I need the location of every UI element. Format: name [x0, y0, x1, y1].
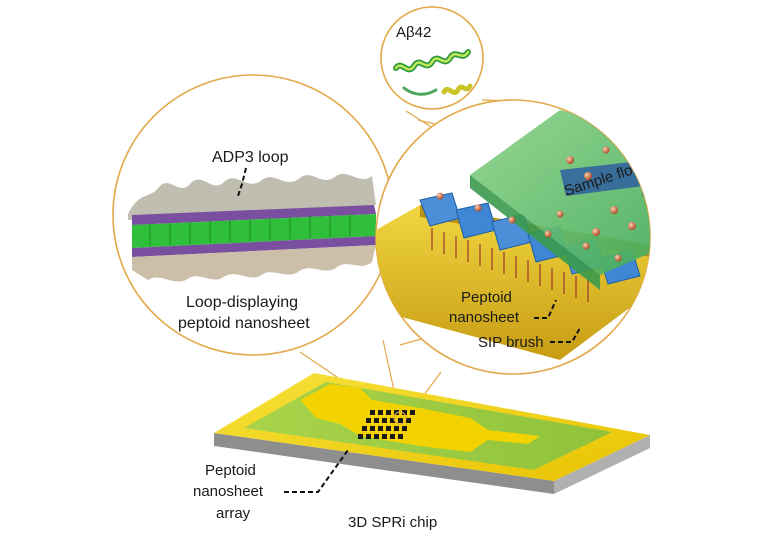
abeta42-helix-illustration	[393, 49, 473, 96]
peptoid-nanosheet-label-line1: Peptoid	[461, 289, 512, 306]
nanosheet-bilayer-illustration	[128, 173, 376, 282]
spri-chip	[214, 373, 650, 494]
sip-brush-label: SIP brush	[478, 334, 544, 351]
array-label-line1: Peptoid	[205, 462, 256, 479]
loop-nanosheet-label-line1: Loop-displaying	[186, 294, 298, 311]
sip-brush-strands	[431, 228, 589, 302]
chip-nanosheet-array	[358, 410, 415, 439]
nanosheet-pointer	[534, 299, 557, 319]
array-label-line2: nanosheet	[193, 483, 264, 500]
adp3-loop-pointer	[237, 167, 247, 197]
adp3-loop-label: ADP3 loop	[212, 149, 289, 166]
loop-nanosheet-zoom-circle: ADP3 loop Loop-displaying peptoid nanosh…	[112, 74, 394, 356]
loop-nanosheet-label-line2: peptoid nanosheet	[178, 315, 310, 332]
peptoid-nanosheet-label-line2: nanosheet	[449, 309, 520, 326]
flow-cell-zoom-circle: Sample flow Peptoid nanosheet SIP brush	[375, 99, 651, 375]
sip-brush-pointer	[550, 327, 581, 343]
abeta42-zoom-circle: Aβ42	[380, 6, 484, 110]
array-label-line3: array	[216, 505, 251, 522]
array-pointer	[284, 449, 349, 493]
abeta42-label: Aβ42	[396, 24, 431, 41]
chip-label: 3D SPRi chip	[348, 514, 437, 531]
